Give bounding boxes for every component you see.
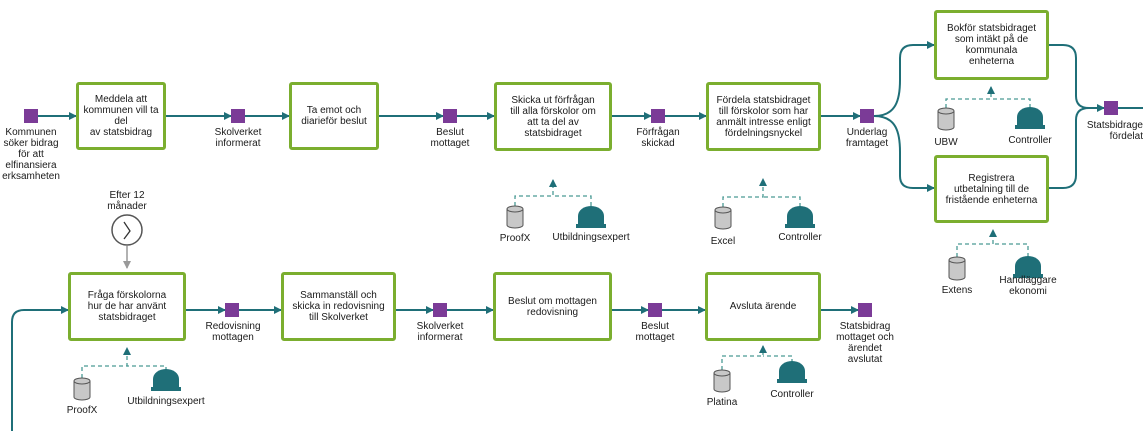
database-icon bbox=[714, 210, 732, 230]
event-label: Beslut mottaget bbox=[635, 321, 675, 343]
event-marker bbox=[858, 303, 872, 317]
event-label: Beslut mottaget bbox=[430, 127, 470, 149]
role-label: Utbildningsexpert bbox=[552, 232, 630, 243]
event-marker bbox=[24, 109, 38, 123]
resource-link bbox=[956, 229, 997, 257]
resource-link bbox=[945, 86, 995, 108]
activity-box[interactable]: Avsluta ärende bbox=[705, 272, 821, 341]
resource-link bbox=[763, 196, 801, 207]
system-label: Extens bbox=[941, 285, 973, 296]
event-label: Kommunen söker bidrag för att elfinansie… bbox=[2, 127, 60, 182]
role-label: Handläggare ekonomi bbox=[999, 275, 1057, 297]
role-label: Controller bbox=[770, 389, 814, 400]
resource-link bbox=[553, 195, 592, 206]
role-label: Controller bbox=[1008, 135, 1052, 146]
resource-link bbox=[721, 345, 767, 370]
role-icon bbox=[1015, 256, 1041, 274]
resource-link bbox=[991, 98, 1031, 108]
role-icon bbox=[578, 206, 604, 224]
resource-link bbox=[763, 355, 793, 370]
role-label: Utbildningsexpert bbox=[127, 396, 205, 407]
flow-line bbox=[873, 41, 935, 117]
database-icon bbox=[713, 373, 731, 393]
database-icon bbox=[506, 209, 524, 229]
event-marker bbox=[231, 109, 245, 123]
event-label: Underlag framtaget bbox=[845, 127, 889, 149]
timer-label: Efter 12 månader bbox=[107, 190, 147, 212]
event-label: Skolverket informerat bbox=[416, 321, 464, 343]
system-label: Excel bbox=[710, 236, 736, 247]
resource-link bbox=[722, 178, 767, 207]
role-icon bbox=[1017, 107, 1043, 125]
system-label: Platina bbox=[706, 397, 738, 408]
resource-link bbox=[993, 243, 1029, 257]
database-icon bbox=[948, 260, 966, 281]
flow-line bbox=[11, 306, 69, 431]
database-icon bbox=[937, 111, 955, 131]
activity-box[interactable]: Meddela att kommunen vill ta del av stat… bbox=[76, 82, 166, 150]
role-icon bbox=[153, 369, 179, 387]
event-label: Förfrågan skickad bbox=[636, 127, 680, 149]
activity-box[interactable]: Fråga förskolorna hur de har använt stat… bbox=[68, 272, 186, 341]
system-label: ProofX bbox=[66, 405, 98, 416]
role-label: Controller bbox=[778, 232, 822, 243]
role-icon bbox=[779, 361, 805, 379]
activity-box[interactable]: Ta emot och diarieför beslut bbox=[289, 82, 379, 150]
resource-link bbox=[514, 179, 557, 206]
activity-box[interactable]: Bokför statsbidraget som intäkt på de ko… bbox=[934, 10, 1049, 80]
event-label: Statsbidrag mottaget och ärendet avsluta… bbox=[836, 321, 894, 365]
database-icon bbox=[73, 381, 91, 401]
event-marker bbox=[443, 109, 457, 123]
activity-box[interactable]: Skicka ut förfrågan till alla förskolor … bbox=[494, 82, 612, 151]
event-label: Statsbidrage fördelat bbox=[1086, 120, 1143, 142]
activity-box[interactable]: Registrera utbetalning till de friståend… bbox=[934, 155, 1049, 223]
system-label: ProofX bbox=[499, 233, 531, 244]
event-marker bbox=[648, 303, 662, 317]
event-marker bbox=[225, 303, 239, 317]
event-label: Redovisning mottagen bbox=[205, 321, 261, 343]
event-marker bbox=[1104, 101, 1118, 115]
event-label: Skolverket informerat bbox=[214, 127, 262, 149]
event-marker bbox=[433, 303, 447, 317]
role-icon bbox=[787, 206, 813, 224]
activity-box[interactable]: Beslut om mottagen redovisning bbox=[493, 272, 612, 341]
resource-link bbox=[81, 347, 131, 378]
flow-line bbox=[1049, 107, 1104, 189]
flow-line bbox=[873, 115, 935, 192]
clock-icon bbox=[111, 214, 143, 246]
flow-line bbox=[1049, 44, 1105, 112]
event-marker bbox=[860, 109, 874, 123]
event-marker bbox=[651, 109, 665, 123]
activity-box[interactable]: Fördela statsbidraget till förskolor som… bbox=[706, 82, 821, 151]
activity-box[interactable]: Sammanställ och skicka in redovisning ti… bbox=[281, 272, 396, 341]
system-label: UBW bbox=[934, 137, 958, 148]
